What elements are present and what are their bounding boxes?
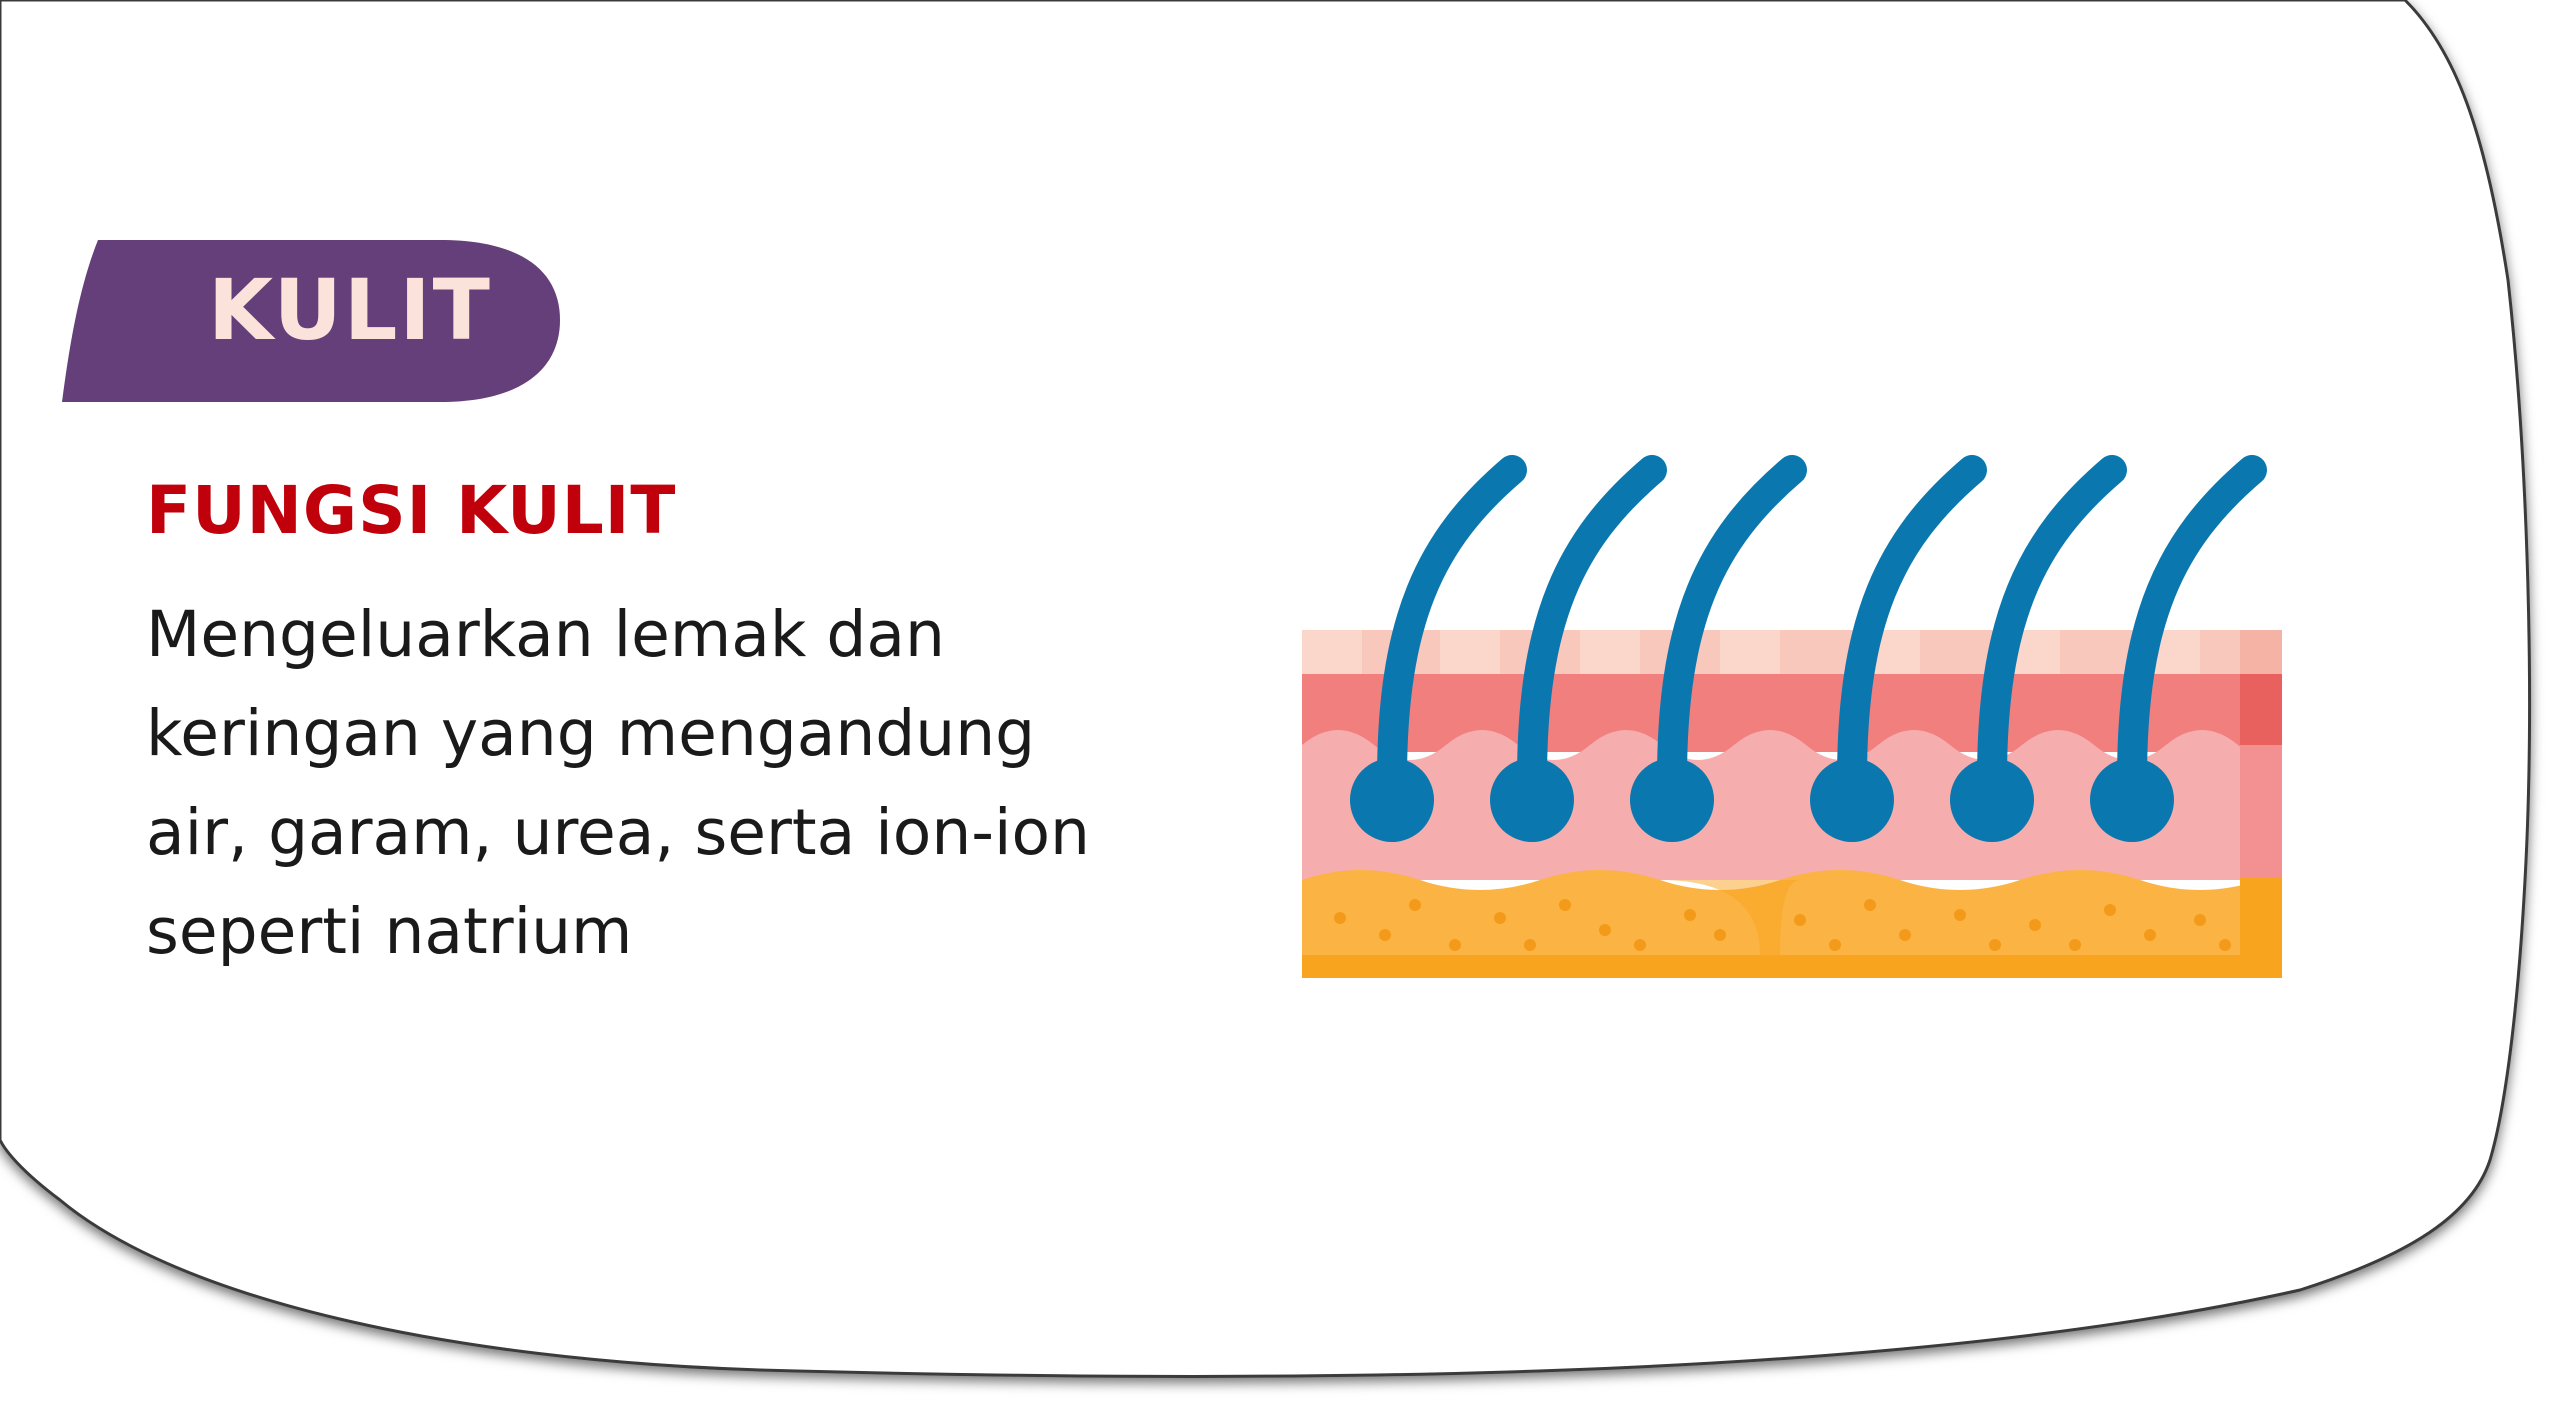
- description-line: Mengeluarkan lemak dan: [146, 598, 945, 671]
- description-line: seperti natrium: [146, 895, 633, 968]
- description-text: Mengeluarkan lemak dan keringan yang men…: [146, 585, 1246, 981]
- section-subtitle: FUNGSI KULIT: [146, 472, 677, 549]
- title-tab-label: KULIT: [208, 261, 492, 359]
- description-line: keringan yang mengandung: [146, 697, 1036, 770]
- description-line: air, garam, urea, serta ion-ion: [146, 796, 1090, 869]
